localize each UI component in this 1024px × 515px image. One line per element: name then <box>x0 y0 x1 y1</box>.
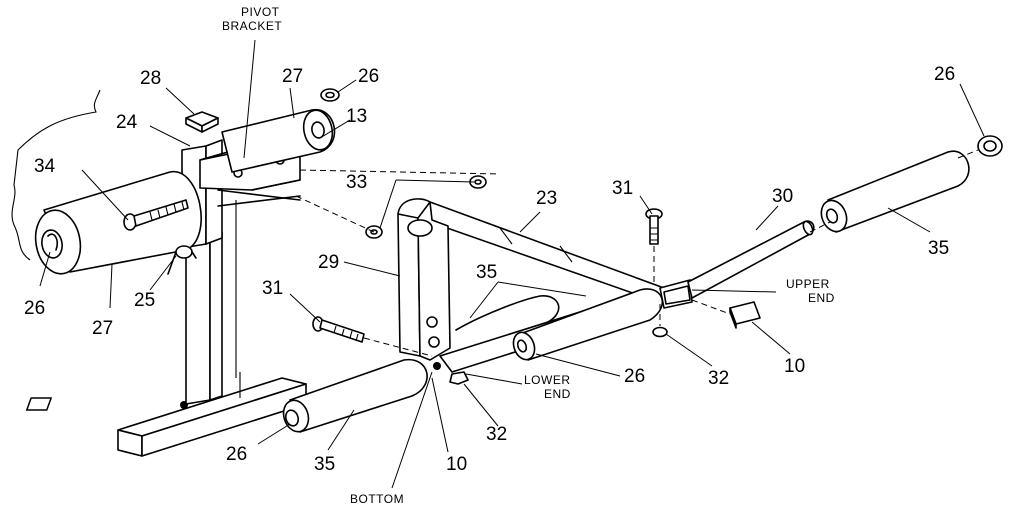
callout-26-left: 26 <box>24 298 45 319</box>
callout-26-right: 26 <box>934 64 955 85</box>
assembly-line-bracket-to-washer <box>295 195 375 233</box>
callout-24: 24 <box>116 112 138 133</box>
assembly-line-endcap <box>691 299 731 315</box>
washer-26-right <box>977 135 1003 157</box>
callout-23: 23 <box>536 188 557 209</box>
callout-10-right: 10 <box>784 356 805 377</box>
callout-35-front: 35 <box>314 454 335 475</box>
callout-26-top: 26 <box>358 66 379 87</box>
callout-28: 28 <box>140 68 161 89</box>
caption-bottom: BOTTOM <box>350 492 404 506</box>
assembly-line-right-roller <box>809 221 831 233</box>
caption-pivot-line2: BRACKET <box>222 19 282 33</box>
callout-26-middle: 26 <box>624 366 645 387</box>
callout-31-upper: 31 <box>612 178 633 199</box>
caption-lower-line2: END <box>544 387 571 401</box>
caption-pivot-line1: PIVOT <box>241 5 280 19</box>
callout-26-front: 26 <box>226 444 247 465</box>
callout-10-lower: 10 <box>446 454 467 475</box>
callout-31-lower: 31 <box>262 278 283 299</box>
roller-35-right <box>820 150 970 233</box>
callout-32-lower: 32 <box>486 424 507 445</box>
callout-27-lower: 27 <box>92 318 113 339</box>
part-28-cap <box>185 111 219 133</box>
caption-lower-line1: LOWER <box>524 373 571 387</box>
bolt-31-lower <box>312 316 365 343</box>
callout-35-middle: 35 <box>476 262 497 283</box>
nut-25 <box>167 245 197 275</box>
callout-35-right: 35 <box>928 238 949 259</box>
callout-29: 29 <box>318 252 339 273</box>
roller-35-front <box>282 358 428 433</box>
roller-35-middle <box>512 288 663 361</box>
assembly-line-pivot-to-frame <box>299 169 501 175</box>
callout-34: 34 <box>34 156 56 177</box>
roller-35-back <box>455 295 560 331</box>
roller-pad-27-lower <box>34 171 202 275</box>
roller-pad-27-upper <box>221 109 336 173</box>
end-cap-10 <box>729 301 761 329</box>
nut-32-upper <box>652 326 668 338</box>
base-foot-tube <box>25 377 307 457</box>
callout-33: 33 <box>346 172 367 193</box>
assembly-line-right-washer <box>957 149 979 159</box>
seat-break-outline <box>11 89 101 261</box>
callout-32-right: 32 <box>708 368 729 389</box>
callout-13: 13 <box>346 106 367 127</box>
main-frame-23 <box>397 198 693 370</box>
bolt-31-upper <box>645 208 663 245</box>
washer-26-top <box>320 88 340 102</box>
callout-25: 25 <box>134 290 155 311</box>
leader-lines <box>39 39 985 489</box>
callout-30: 30 <box>772 186 793 207</box>
caption-upper-line2: END <box>808 291 835 305</box>
assembly-line-lower-bolt <box>363 337 433 357</box>
bolt-34 <box>123 199 189 231</box>
caption-upper-line1: UPPER <box>786 277 830 291</box>
nut-32-lower <box>449 371 469 385</box>
callout-27-upper: 27 <box>282 66 303 87</box>
